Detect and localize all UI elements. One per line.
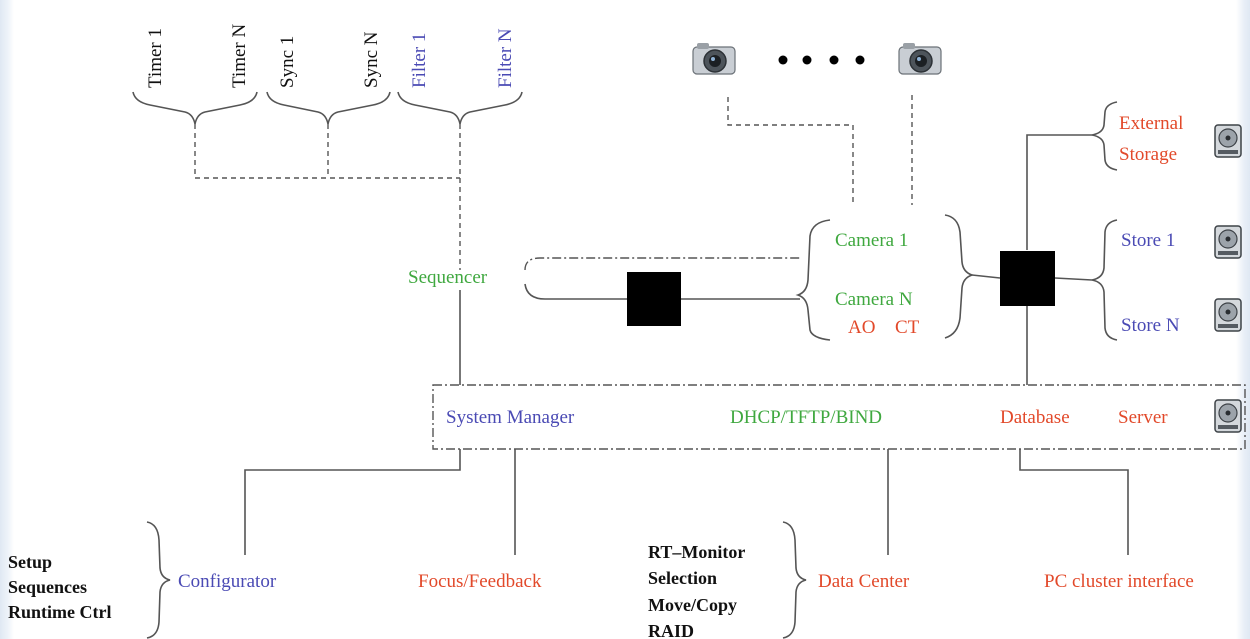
configurator-label: Configurator [178,571,277,592]
filter-1-label: Filter 1 [409,32,430,88]
sync-n-label: Sync N [361,31,382,88]
sequencer-label: Sequencer [408,267,488,288]
filter-n-label: Filter N [495,28,516,88]
network-switch-left [627,272,681,326]
dhcp-tftp-bind-label: DHCP/TFTP/BIND [730,407,883,428]
hard-drive-icon [1214,225,1242,259]
store-n-label: Store N [1121,315,1180,336]
brace-rt [782,521,807,639]
brace-setup [146,521,171,639]
camera-icon [898,43,942,75]
store-1-label: Store 1 [1121,230,1176,251]
timer-1-label: Timer 1 [145,27,166,88]
pc-cluster-interface-label: PC cluster interface [1044,571,1194,592]
ct-label: CT [895,317,920,338]
brace-camera-right [944,214,975,339]
hard-drive-icon [1214,124,1242,158]
camera-ellipsis [778,55,865,65]
brace-stores [1091,219,1118,341]
move-copy-item: Move/Copy [648,595,737,615]
focus-feedback-label: Focus/Feedback [418,571,542,592]
ao-label: AO [848,317,876,338]
rt-monitor-item: RT–Monitor [648,542,746,562]
server-bar-frame [432,384,1246,450]
database-label: Database [1000,407,1070,428]
brace-syncs [266,91,391,125]
brace-camera-left [795,219,831,341]
hard-drive-icon [1214,399,1242,433]
camera-1-label: Camera 1 [835,230,909,251]
brace-filters [397,91,523,125]
external-storage-label-line2: Storage [1119,144,1178,165]
brace-external [1091,101,1118,171]
data-center-label: Data Center [818,571,910,592]
server-label: Server [1118,407,1168,428]
brace-timers [132,91,258,125]
camera-n-label: Camera N [835,289,913,310]
runtime-ctrl-item: Runtime Ctrl [8,602,112,622]
sync-1-label: Sync 1 [277,35,298,88]
setup-item: Setup [8,552,53,572]
external-storage-label: External [1119,113,1184,134]
hard-drive-icon [1214,298,1242,332]
timer-n-label: Timer N [229,23,250,88]
network-switch-right [1000,251,1055,306]
sequences-item: Sequences [8,577,88,597]
raid-item: RAID [648,621,695,639]
selection-item: Selection [648,568,717,588]
camera-icon [692,43,736,75]
system-manager-label: System Manager [446,407,575,428]
